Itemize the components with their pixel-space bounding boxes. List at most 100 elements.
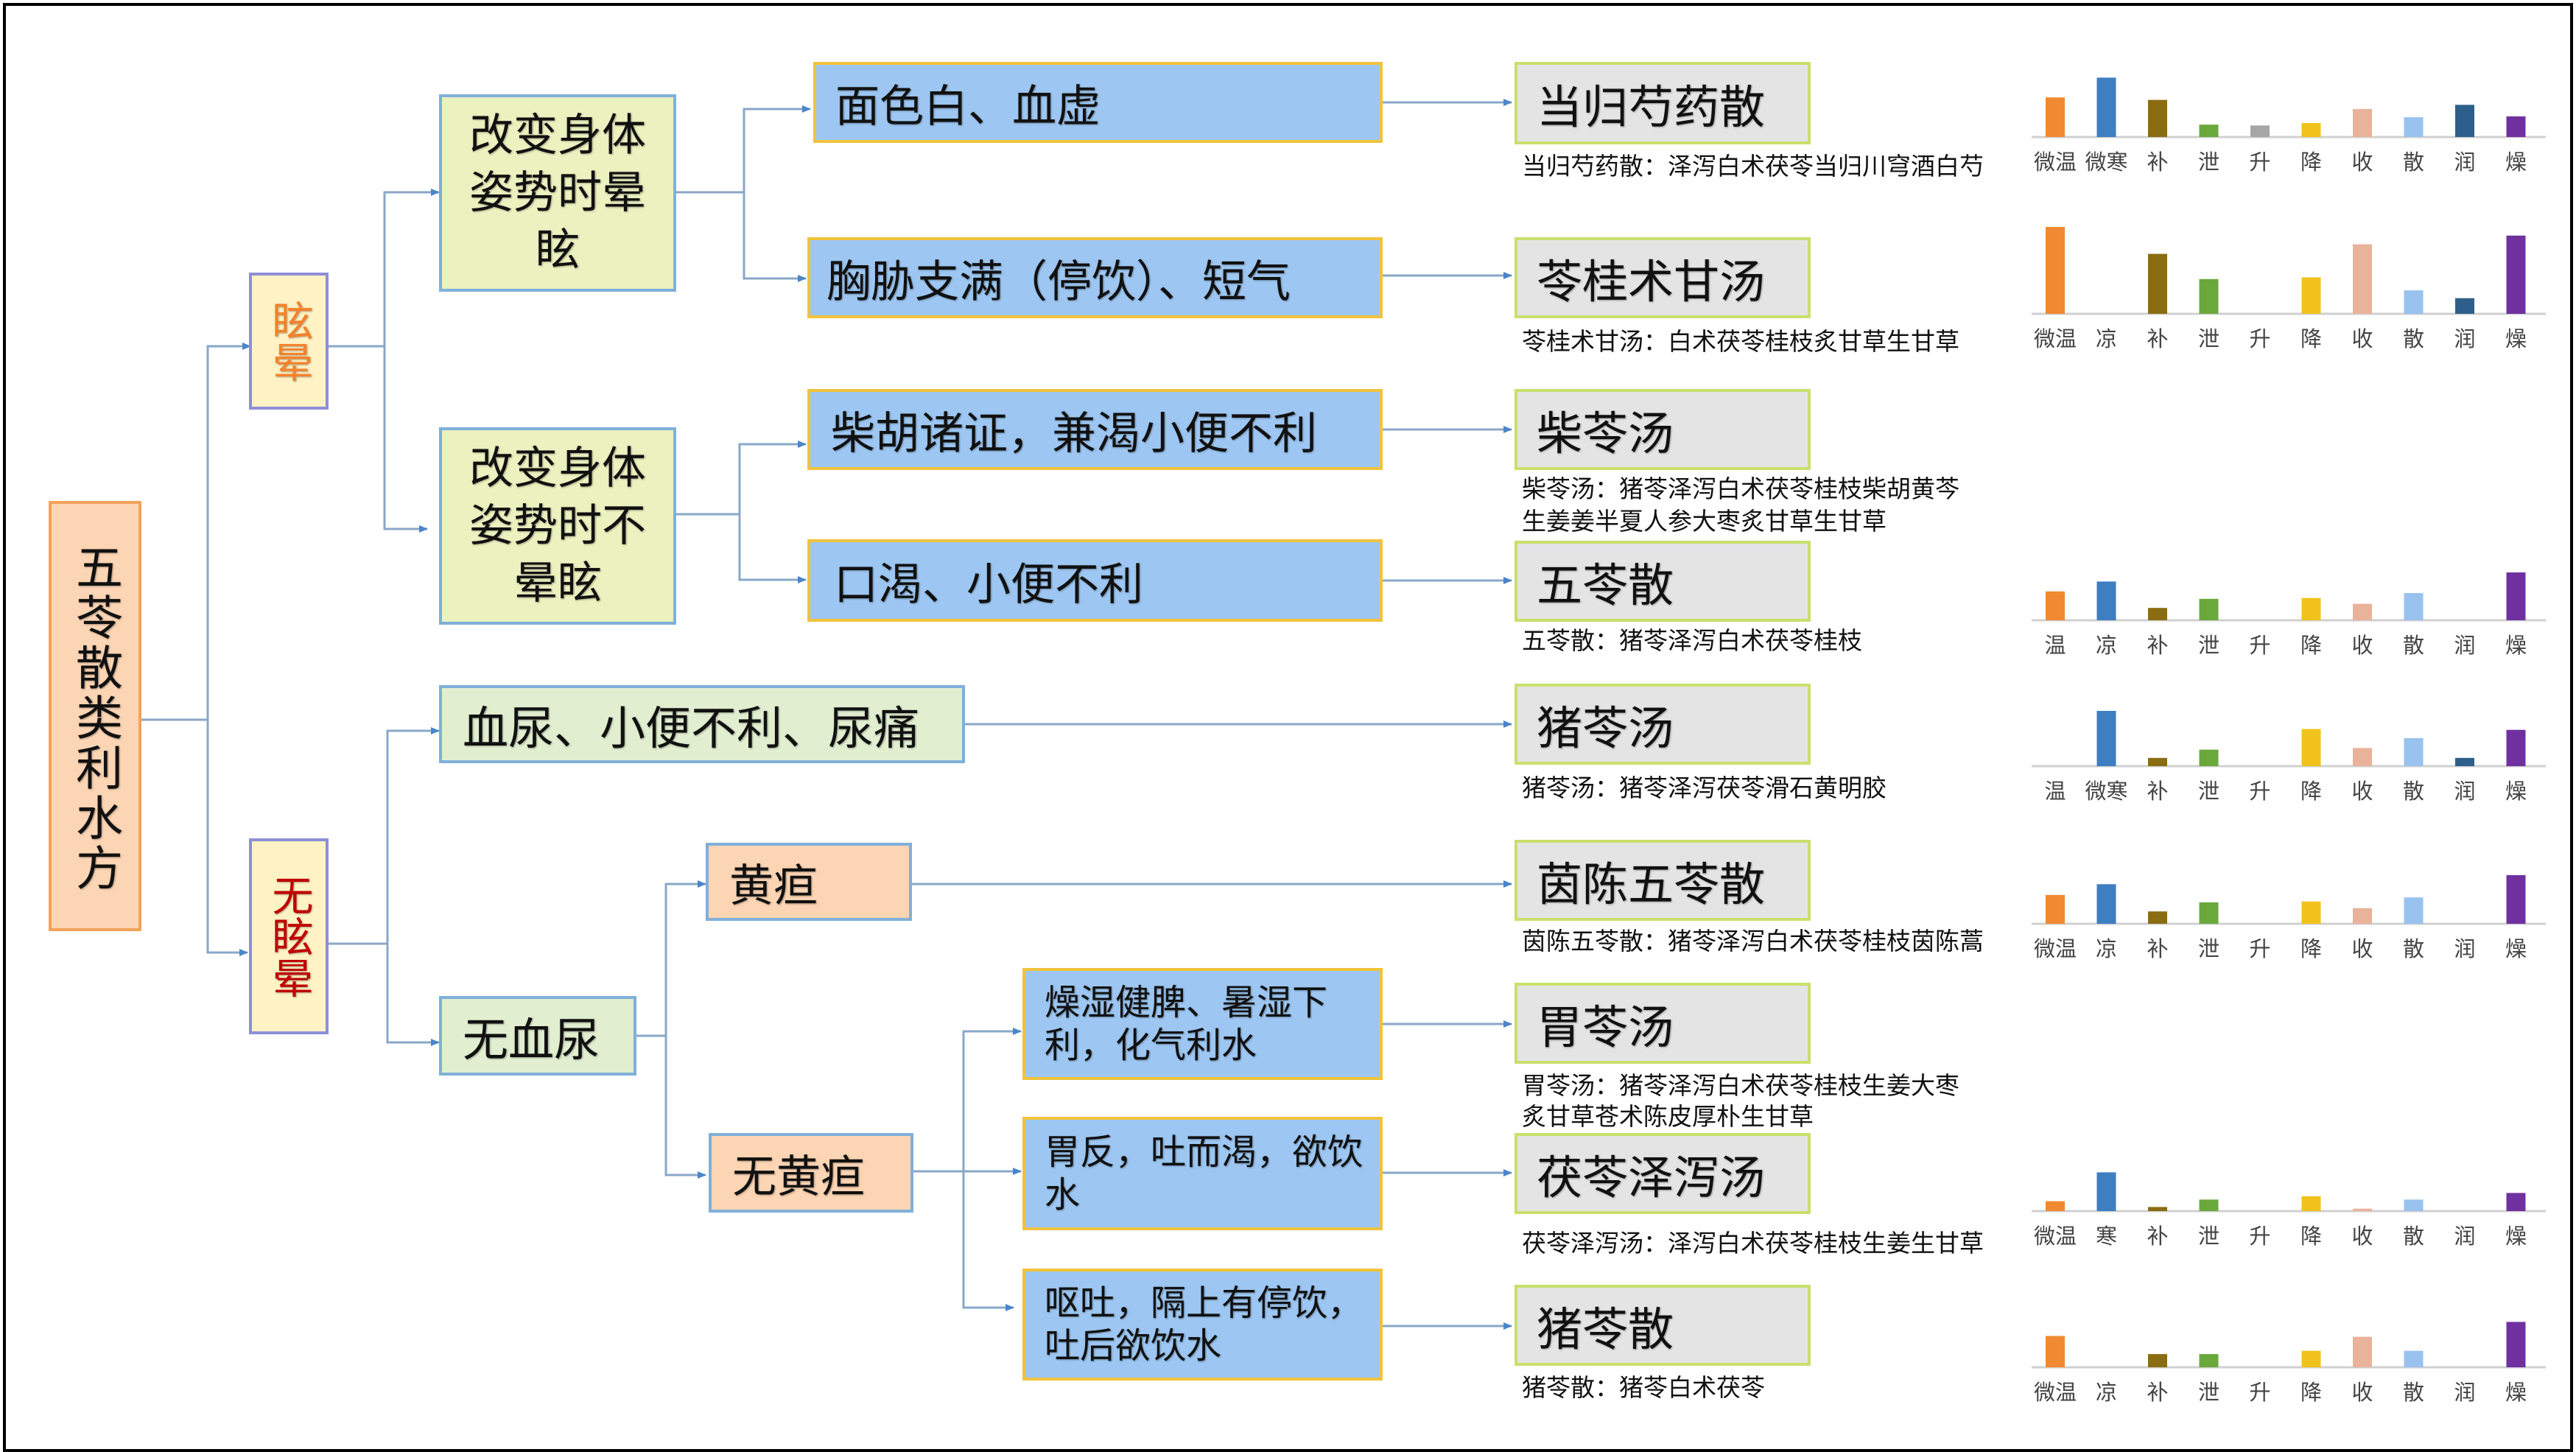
chart-tick-label: 升 [2249,150,2270,175]
symptom-chaihu: 柴胡诸证，兼渴小便不利 [807,389,1383,470]
chart-tick-label: 散 [2403,1224,2424,1249]
chart-tick-label: 润 [2454,150,2475,175]
symptom-vomiting: 呕吐，隔上有停饮，吐后欲饮水 [1022,1269,1383,1381]
condition-no-jaundice-label: 无黄疸 [732,1151,865,1203]
chart-tick-label: 泄 [2198,1380,2219,1405]
symptom-chest-fullness: 胸胁支满（停饮）、短气 [807,237,1383,318]
chart-bar [2096,884,2116,924]
chart-bar [2250,125,2270,137]
chart-bar [2096,710,2116,766]
condition-posture-no-vertigo: 改变身体姿势时不晕眩 [439,427,676,625]
root-node: 五苓散类利水方 [49,501,141,931]
formula-box-5: 猪苓汤 [1515,684,1811,765]
chart-bar [2506,235,2526,314]
formula-box-4: 五苓散 [1515,541,1811,622]
formula-desc-2: 苓桂术甘汤：白术茯苓桂枝炙甘草生甘草 [1522,327,1959,356]
root-label: 五苓散类利水方 [68,543,122,894]
formula-desc-6: 茵陈五苓散：猪苓泽泻白术茯苓桂枝茵陈蒿 [1522,927,1984,955]
chart-tick-label: 收 [2351,1380,2373,1405]
chart-tick-label: 燥 [2505,326,2527,351]
chart-tick-label: 微温 [2034,1380,2077,1405]
chart-tick-label: 泄 [2198,326,2219,351]
chart-tick-label: 散 [2403,779,2424,804]
chart-tick-label: 散 [2403,936,2424,961]
chart-tick-label: 凉 [2096,1380,2117,1405]
condition-posture-vertigo-label: 改变身体姿势时晕眩 [469,110,646,276]
chart-tick-label: 降 [2300,779,2322,804]
chart-tick-label: 泄 [2198,633,2219,658]
chart-bar [2301,901,2321,924]
chart-tick-label: 补 [2147,936,2168,961]
chart-tick-label: 微温 [2034,1224,2077,1249]
symptom-chaihu-label: 柴胡诸证，兼渴小便不利 [831,407,1317,460]
mini-chart-6: 微温寒补泄升降收散润燥 [2032,1172,2546,1249]
chart-bar [2148,757,2167,766]
formula-box-1: 当归芍药散 [1515,62,1811,144]
chart-tick-label: 升 [2249,326,2270,351]
formula-name-8: 茯苓泽泻汤 [1537,1151,1766,1204]
formula-name-9: 猪苓散 [1537,1302,1674,1356]
chart-tick-label: 燥 [2505,1380,2527,1405]
chart-tick-label: 收 [2351,779,2373,804]
chart-bar [2455,105,2474,137]
chart-bar [2353,1336,2372,1367]
chart-bar [2455,298,2474,314]
condition-posture-vertigo: 改变身体姿势时晕眩 [439,94,676,292]
mini-chart-3: 温凉补泄升降收散润燥 [2032,572,2546,658]
chart-bar [2404,1199,2424,1211]
chart-bar [2046,227,2065,314]
chart-bar [2046,97,2065,137]
chart-tick-label: 补 [2147,633,2168,658]
chart-bar [2506,1193,2526,1211]
mini-chart-2: 微温凉补泄升降收散润燥 [2032,227,2546,351]
mini-chart-4: 温微寒补泄升降收散润燥 [2032,710,2546,804]
chart-tick-label: 润 [2454,326,2475,351]
chart-tick-label: 燥 [2505,936,2527,961]
chart-bar [2404,737,2424,766]
formula-box-6: 茵陈五苓散 [1515,840,1811,921]
symptom-thirst-label: 口渴、小便不利 [834,558,1143,611]
chart-tick-label: 升 [2249,1224,2270,1249]
chart-bar [2301,1350,2321,1367]
formula-desc-1: 当归芍药散：泽泻白术茯苓当归川穹酒白芍 [1522,152,1984,180]
chart-tick-label: 润 [2454,633,2475,658]
chart-bar [2199,1354,2219,1367]
chart-bar [2199,598,2219,620]
mini-chart-5: 微温凉补泄升降收散润燥 [2032,874,2546,961]
formula-box-8: 茯苓泽泻汤 [1515,1133,1811,1214]
chart-bar [2148,1354,2167,1367]
chart-tick-label: 收 [2351,326,2373,351]
chart-tick-label: 收 [2351,1224,2373,1249]
chart-bar [2148,608,2167,620]
branch-vertigo: 眩晕 [249,273,329,410]
chart-tick-label: 凉 [2096,633,2117,658]
chart-bar [2199,1199,2219,1211]
chart-tick-label: 泄 [2198,150,2219,175]
condition-jaundice: 黄疸 [706,843,912,921]
symptom-stomach-reflux-label: 胃反，吐而渴，欲饮水 [1045,1132,1364,1216]
chart-tick-label: 收 [2351,936,2373,961]
formula-name-2: 苓桂术甘汤 [1537,255,1766,309]
formula-desc-7a: 胃苓汤：猪苓泽泻白术茯苓桂枝生姜大枣 [1522,1071,1959,1100]
symptom-pale-face-label: 面色白、血虚 [835,80,1101,133]
chart-tick-label: 凉 [2096,936,2117,961]
chart-bar [2046,894,2065,924]
chart-tick-label: 降 [2300,936,2322,961]
symptom-thirst: 口渴、小便不利 [807,539,1383,622]
formula-name-5: 猪苓汤 [1537,701,1674,755]
chart-tick-label: 升 [2249,1380,2270,1405]
condition-jaundice-label: 黄疸 [729,860,818,912]
chart-bar [2455,757,2474,766]
formula-name-6: 茵陈五苓散 [1537,857,1766,911]
formula-name-4: 五苓散 [1537,558,1674,612]
chart-tick-label: 寒 [2096,1224,2117,1249]
formula-name-3: 柴苓汤 [1537,407,1674,460]
condition-hematuria-label: 血尿、小便不利、尿痛 [463,701,920,755]
formula-desc-8: 茯苓泽泻汤：泽泻白术茯苓桂枝生姜生甘草 [1522,1229,1984,1258]
chart-tick-label: 润 [2454,1224,2475,1249]
chart-tick-label: 升 [2249,633,2270,658]
chart-bar [2404,1350,2424,1367]
chart-tick-label: 泄 [2198,779,2219,804]
formula-name-1: 当归芍药散 [1537,80,1766,134]
